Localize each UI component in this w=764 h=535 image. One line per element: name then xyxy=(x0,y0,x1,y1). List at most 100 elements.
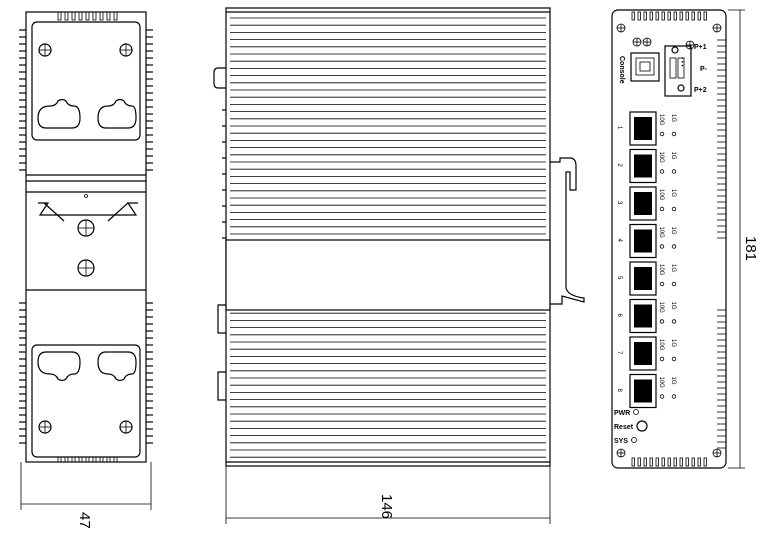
speed-label: 10G xyxy=(658,377,664,389)
link-led xyxy=(659,281,665,287)
port-number-label: 6 xyxy=(616,314,622,318)
speed-label: 10G xyxy=(658,189,664,201)
screw-icon xyxy=(77,219,95,237)
link-led xyxy=(659,319,665,324)
sfp-cage xyxy=(629,373,657,409)
ground-screw-icon xyxy=(685,40,695,50)
tooth xyxy=(685,11,689,21)
link-led xyxy=(659,394,665,399)
front-side-fins xyxy=(717,39,726,449)
keyhole-slot-icon xyxy=(37,351,81,382)
screw-icon xyxy=(712,23,722,33)
ground-screw-icon xyxy=(632,37,642,47)
speed-label: 1G xyxy=(670,152,676,160)
sfp-slot[interactable] xyxy=(634,229,652,253)
link-led xyxy=(671,131,677,137)
tooth xyxy=(661,11,665,21)
smooth-band xyxy=(225,239,551,311)
height-label: 181 xyxy=(742,236,759,261)
tooth xyxy=(691,457,695,467)
tooth xyxy=(649,11,653,21)
tooth xyxy=(106,11,111,21)
console-port[interactable] xyxy=(630,52,660,82)
screw-icon xyxy=(77,259,95,277)
svg-text:• • •: • • • xyxy=(678,57,684,67)
sfp-slot[interactable] xyxy=(634,379,652,403)
speed-label: 10G xyxy=(658,264,664,276)
keyhole-slot-icon xyxy=(37,98,81,129)
link-led xyxy=(659,356,665,362)
screw-icon xyxy=(119,420,133,434)
speed-label: 10G xyxy=(658,302,664,314)
tooth xyxy=(673,457,677,467)
port-number-label: 5 xyxy=(616,276,622,280)
port-number-label: 1 xyxy=(616,126,622,130)
pwr-label: PWR xyxy=(614,410,630,417)
tooth xyxy=(703,11,707,21)
keyhole-slot-icon xyxy=(97,98,137,129)
link-led xyxy=(659,206,665,212)
power-label-pminus: P- xyxy=(700,66,708,73)
din-rail-clip xyxy=(26,174,146,291)
screw-icon xyxy=(712,448,722,458)
port-number-label: 2 xyxy=(616,164,622,168)
side-view: 47 xyxy=(19,11,153,529)
connector-bump xyxy=(213,67,226,89)
tooth xyxy=(637,457,641,467)
screw-icon xyxy=(616,448,626,458)
tooth xyxy=(673,11,677,21)
connector-bump xyxy=(217,304,226,334)
tooth xyxy=(679,11,683,21)
front-top-teeth xyxy=(631,11,707,21)
power-label-p2: P+2 xyxy=(694,87,707,94)
sfp-cage xyxy=(629,223,657,259)
side-cooling-fins-left xyxy=(19,29,26,444)
tooth xyxy=(71,11,76,21)
sys-label: SYS xyxy=(614,438,628,445)
speed-label: 1G xyxy=(670,264,676,272)
sfp-slot[interactable] xyxy=(634,117,652,140)
tooth xyxy=(703,457,707,467)
pwr-led xyxy=(633,409,639,415)
reset-button[interactable] xyxy=(636,420,648,432)
connector-bump xyxy=(217,371,226,401)
tooth xyxy=(631,11,635,21)
tooth xyxy=(661,457,665,467)
width-dimension: 47 xyxy=(20,462,152,529)
sfp-cage xyxy=(629,298,657,334)
tooth xyxy=(631,457,635,467)
speed-label: 1G xyxy=(670,302,676,310)
link-led xyxy=(659,244,665,249)
sfp-cage xyxy=(629,186,657,221)
tooth xyxy=(697,11,701,21)
sfp-slot[interactable] xyxy=(634,304,652,328)
sfp-slot[interactable] xyxy=(634,192,652,215)
sfp-slot[interactable] xyxy=(634,342,652,365)
port-number-label: 3 xyxy=(616,201,622,205)
link-led xyxy=(671,244,677,249)
tooth xyxy=(57,11,62,21)
ground-screw-icon xyxy=(642,37,652,47)
speed-label: 10G xyxy=(658,227,664,239)
link-led xyxy=(671,281,677,287)
speed-label: 1G xyxy=(670,377,676,385)
sfp-port-5: 5 10G 1G xyxy=(616,261,677,296)
top-mounting-plate xyxy=(31,21,141,141)
sfp-cage xyxy=(629,148,657,184)
screw-icon xyxy=(38,420,52,434)
screw-icon xyxy=(616,23,626,33)
power-label-p1: P+1 xyxy=(694,44,707,51)
speed-label: 10G xyxy=(658,152,664,164)
speed-label: 10G xyxy=(658,114,664,126)
sfp-slot[interactable] xyxy=(634,267,652,290)
sfp-slot[interactable] xyxy=(634,154,652,178)
tooth xyxy=(113,11,118,21)
link-led xyxy=(671,319,677,324)
tooth xyxy=(99,11,104,21)
tooth xyxy=(643,11,647,21)
